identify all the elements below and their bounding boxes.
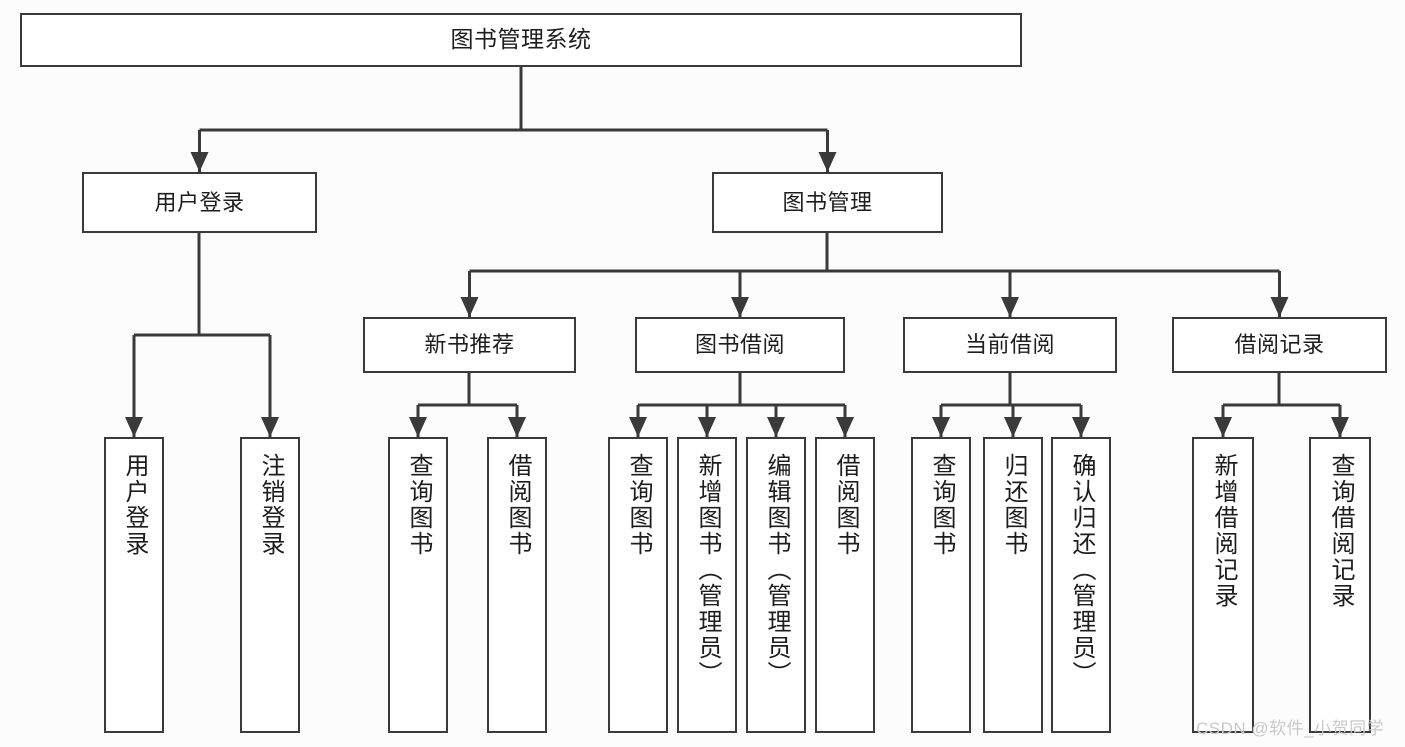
node-bookmgmt[interactable]: 图书管理	[712, 172, 943, 233]
node-current[interactable]: 当前借阅	[903, 317, 1117, 373]
node-leaf-rec-2[interactable]: 查询借阅记录	[1309, 437, 1371, 733]
arrow-head	[932, 417, 950, 437]
node-leaf-new-1[interactable]: 查询图书	[388, 437, 448, 733]
node-label: 查询借阅记录	[1327, 453, 1354, 609]
node-leaf-rec-1[interactable]: 新增借阅记录	[1192, 437, 1254, 733]
node-leaf-new-2[interactable]: 借阅图书	[487, 437, 547, 733]
arrow-head	[125, 417, 143, 437]
arrow-head	[1270, 297, 1289, 317]
node-label: 确认归还（管理员）	[1068, 453, 1095, 687]
node-records[interactable]: 借阅记录	[1172, 317, 1387, 373]
node-label: 当前借阅	[964, 332, 1055, 358]
node-root[interactable]: 图书管理系统	[20, 13, 1022, 67]
node-label: 新书推荐	[424, 332, 515, 358]
node-leaf-bor-3[interactable]: 编辑图书（管理员）	[746, 437, 806, 733]
node-leaf-cur-3[interactable]: 确认归还（管理员）	[1051, 437, 1111, 733]
node-leaf-bor-4[interactable]: 借阅图书	[815, 437, 875, 733]
arrow-head	[1001, 297, 1019, 317]
arrow-head	[409, 417, 427, 437]
arrow-head	[1214, 417, 1232, 437]
node-label: 查询图书	[928, 453, 955, 557]
arrow-head	[1331, 417, 1349, 437]
node-label: 查询图书	[625, 453, 652, 557]
arrow-head	[460, 297, 479, 317]
node-leaf-login-2[interactable]: 注销登录	[240, 437, 300, 733]
node-label: 图书借阅	[694, 332, 785, 358]
node-leaf-bor-1[interactable]: 查询图书	[608, 437, 668, 733]
node-newbook[interactable]: 新书推荐	[363, 317, 576, 373]
arrow-head	[1072, 417, 1090, 437]
node-leaf-cur-2[interactable]: 归还图书	[983, 437, 1043, 733]
arrow-head	[261, 417, 279, 437]
arrow-head	[731, 297, 749, 317]
node-label: 图书管理系统	[450, 26, 592, 53]
arrow-head	[818, 152, 837, 172]
node-label: 借阅图书	[832, 453, 859, 557]
node-label: 借阅图书	[504, 453, 531, 557]
node-label: 查询图书	[405, 453, 432, 557]
arrow-head	[508, 417, 526, 437]
node-login[interactable]: 用户登录	[82, 172, 317, 233]
arrow-head	[190, 152, 209, 172]
node-label: 新增图书（管理员）	[694, 453, 721, 687]
arrow-head	[1004, 417, 1022, 437]
node-leaf-cur-1[interactable]: 查询图书	[911, 437, 971, 733]
arrow-head	[698, 417, 716, 437]
node-borrow[interactable]: 图书借阅	[635, 317, 845, 373]
node-label: 用户登录	[154, 189, 245, 215]
node-leaf-login-1[interactable]: 用户登录	[104, 437, 164, 733]
node-label: 用户登录	[121, 453, 148, 557]
arrow-head	[767, 417, 785, 437]
node-label: 编辑图书（管理员）	[763, 453, 790, 687]
node-leaf-bor-2[interactable]: 新增图书（管理员）	[677, 437, 737, 733]
arrow-head	[629, 417, 647, 437]
node-label: 归还图书	[1000, 453, 1027, 557]
node-label: 借阅记录	[1234, 332, 1325, 358]
node-label: 注销登录	[257, 453, 284, 557]
node-label: 图书管理	[782, 189, 873, 215]
watermark: CSDN @软件_小贺同学	[1196, 719, 1385, 738]
arrow-head	[836, 417, 854, 437]
node-label: 新增借阅记录	[1210, 453, 1237, 609]
